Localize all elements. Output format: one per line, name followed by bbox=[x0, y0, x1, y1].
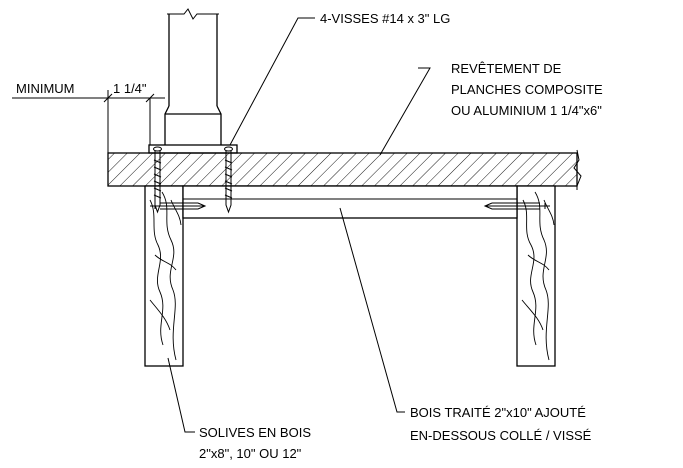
post bbox=[148, 8, 238, 154]
blocking-label-line-2: EN-DESSOUS COLLÉ / VISSÉ bbox=[410, 428, 592, 443]
callout-blocking: BOIS TRAITÉ 2"x10" AJOUTÉ EN-DESSOUS COL… bbox=[339, 207, 592, 443]
left-joist bbox=[144, 185, 184, 367]
decking-board bbox=[107, 149, 582, 190]
callout-joists: SOLIVES EN BOIS 2"x8", 10" OU 12" bbox=[167, 357, 311, 461]
minimum-dimension: MINIMUM 1 1/4" bbox=[12, 81, 165, 153]
callout-decking: REVÊTEMENT DE PLANCHES COMPOSITE OU ALUM… bbox=[379, 61, 603, 156]
joists-label-line-1: SOLIVES EN BOIS bbox=[199, 425, 311, 440]
minimum-label: MINIMUM bbox=[16, 81, 75, 96]
decking-label-line-2: PLANCHES COMPOSITE bbox=[451, 82, 603, 97]
blocking-label-line-1: BOIS TRAITÉ 2"x10" AJOUTÉ bbox=[410, 405, 586, 420]
treated-blocking bbox=[150, 185, 550, 219]
post-screws bbox=[153, 146, 233, 214]
decking-label-line-1: REVÊTEMENT DE bbox=[451, 61, 562, 76]
callout-screws: 4-VISSES #14 x 3" LG bbox=[229, 11, 450, 146]
decking-label-line-3: OU ALUMINIUM 1 1/4"x6" bbox=[451, 103, 602, 118]
screws-label: 4-VISSES #14 x 3" LG bbox=[320, 11, 450, 26]
minimum-dimension-value: 1 1/4" bbox=[113, 81, 147, 96]
right-joist bbox=[516, 185, 556, 367]
joists-label-line-2: 2"x8", 10" OU 12" bbox=[199, 446, 302, 461]
